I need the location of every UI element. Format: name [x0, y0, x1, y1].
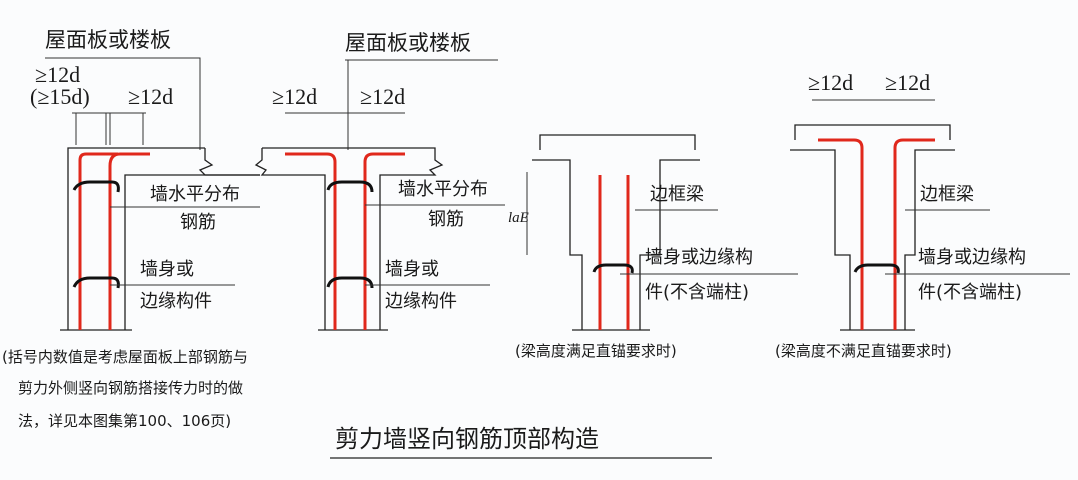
- right-rebar: [893, 138, 935, 330]
- anchor-length-label: laE: [508, 210, 529, 226]
- beam-right: [904, 149, 955, 330]
- tie: [853, 263, 900, 274]
- slab-top: [539, 134, 696, 150]
- caption: (梁高度不满足直锚要求时): [775, 342, 952, 360]
- wall-outline-left: [67, 147, 205, 330]
- detail-2: 屋面板或楼板 ≥12d ≥12d 墙水平分布 钢筋 墙身或 边缘构件: [254, 31, 505, 331]
- wall-label-2: 件(不含端柱): [918, 282, 1022, 303]
- dim-12d-right: ≥12d: [128, 84, 173, 109]
- beam-label: 边框梁: [650, 184, 704, 205]
- diagram-title: 剪力墙竖向钢筋顶部构造: [335, 425, 599, 453]
- slab-label: 屋面板或楼板: [345, 31, 471, 55]
- beam-left: [790, 149, 851, 330]
- dim-ticks: [75, 113, 144, 145]
- dim-12d-left: ≥12d: [808, 70, 853, 95]
- note-line-2: 剪力外侧竖向钢筋搭接传力时的做: [18, 379, 243, 397]
- tie: [592, 263, 634, 274]
- dim-12d: ≥12d: [35, 62, 80, 87]
- horiz-bar-label: 墙水平分布: [150, 184, 240, 205]
- dim-12d-right: ≥12d: [360, 84, 405, 109]
- beam-label: 边框梁: [920, 184, 974, 205]
- slab-label: 屋面板或楼板: [45, 28, 171, 52]
- caption: (梁高度满足直锚要求时): [515, 342, 677, 360]
- tie-top: [326, 180, 374, 193]
- slab-break: [198, 148, 260, 176]
- wall-label-2: 边缘构件: [140, 291, 212, 312]
- wall-label-2: 边缘构件: [385, 291, 457, 312]
- detail-4: ≥12d ≥12d 边框梁 墙身或边缘构 件(不含端柱) (梁高度不满足直锚要求…: [775, 70, 1070, 360]
- wall-label: 墙身或边缘构: [918, 247, 1026, 268]
- wall-label-2: 件(不含端柱): [645, 282, 749, 303]
- wall-label: 墙身或: [385, 259, 439, 280]
- horiz-bar-label-2: 钢筋: [180, 212, 216, 233]
- slab-outline-left: [254, 148, 326, 330]
- detail-3: laE 边框梁 墙身或边缘构 件(不含端柱) (梁高度满足直锚要求时): [508, 134, 798, 360]
- dim-15d: (≥15d): [30, 84, 90, 109]
- dim-12d-left: ≥12d: [272, 84, 317, 109]
- right-rebar: [363, 152, 405, 330]
- left-rebar: [285, 152, 337, 330]
- wall-outline-right: [124, 174, 260, 330]
- tie-bottom: [326, 276, 374, 289]
- detail-1: 屋面板或楼板 ≥12d (≥15d) ≥12d 墙水平分布 钢筋 墙身或 边缘构…: [2, 28, 260, 430]
- inner-rebar: [108, 152, 150, 330]
- left-rebar: [818, 138, 864, 330]
- horiz-bar-label: 墙水平分布: [398, 179, 488, 200]
- wall-label: 墙身或: [140, 259, 194, 280]
- beam-left: [532, 159, 583, 330]
- wall-label: 墙身或边缘构: [645, 247, 753, 268]
- note-line-3: 法，详见本图集第100、106页): [18, 412, 231, 430]
- slab-leader: [45, 57, 201, 150]
- horiz-bar-label-2: 钢筋: [428, 209, 464, 230]
- tie-top: [72, 180, 120, 193]
- note-line-1: (括号内数值是考虑屋面板上部钢筋与: [2, 348, 248, 366]
- tie-bottom: [72, 276, 120, 289]
- slab-top: [794, 124, 951, 140]
- outer-rebar: [78, 152, 118, 330]
- slab-outline: [262, 147, 444, 330]
- dim-12d-right: ≥12d: [885, 70, 930, 95]
- beam-right: [639, 159, 700, 330]
